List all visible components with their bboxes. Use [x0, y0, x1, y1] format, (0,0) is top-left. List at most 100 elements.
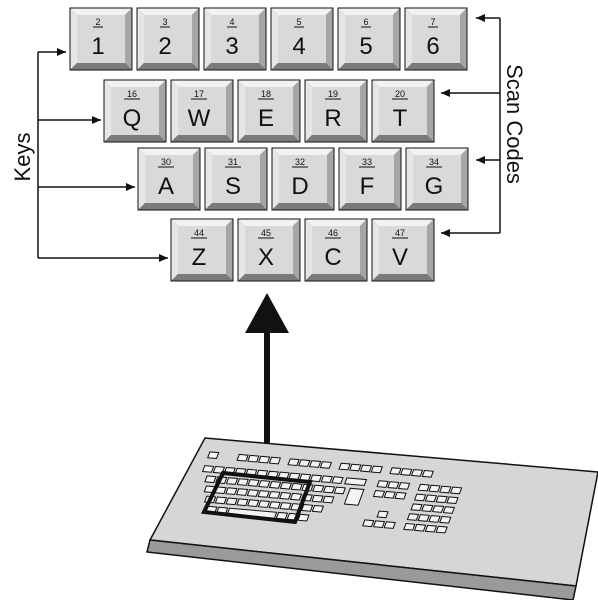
scan-code-16: 16	[127, 89, 137, 99]
scan-code-5: 5	[296, 17, 301, 27]
keyboard-key-field	[201, 451, 463, 534]
kb-key	[236, 498, 249, 507]
upward-arrow	[245, 293, 289, 480]
scan-code-18: 18	[261, 89, 271, 99]
kb-key-numpad	[417, 483, 430, 492]
keycap-z: 44Z	[170, 218, 234, 282]
kb-key-function	[236, 453, 249, 462]
kb-key	[333, 486, 346, 495]
keycap-grid: 21324354657616Q17W18E19R20T30A31S32D33F3…	[69, 7, 469, 282]
kb-key-numpad	[417, 514, 430, 522]
scan-code-46: 46	[328, 228, 338, 238]
kb-key-enter	[343, 487, 365, 506]
kb-key-nav	[387, 481, 400, 489]
key-char-r: R	[324, 105, 341, 132]
kb-key-function	[287, 458, 300, 467]
keycap-d: 32D	[271, 147, 335, 211]
kb-key-function	[389, 467, 402, 475]
scan-codes-label: Scan Codes	[502, 64, 527, 184]
kb-key	[225, 487, 238, 496]
kb-key-function	[298, 459, 311, 467]
kb-key-numpad	[449, 486, 463, 495]
kb-key	[289, 492, 303, 501]
keys-label: Keys	[10, 133, 35, 182]
scan-code-20: 20	[395, 89, 405, 99]
scan-code-17: 17	[194, 89, 204, 99]
kb-key-function	[421, 469, 435, 478]
kb-key	[331, 476, 344, 485]
kb-key	[309, 474, 323, 483]
keycap-3: 43	[203, 7, 267, 71]
kb-key-numpad	[439, 515, 452, 524]
kb-key	[247, 479, 260, 487]
key-char-x: X	[258, 244, 274, 271]
kb-key-nav	[397, 482, 411, 490]
kb-key-numpad	[413, 493, 427, 502]
kb-key	[279, 481, 293, 490]
keycap-4: 54	[270, 7, 334, 71]
kb-key-nav	[394, 491, 407, 500]
kb-key-function	[359, 464, 373, 473]
kb-key	[297, 513, 310, 522]
kb-key	[257, 500, 271, 508]
kb-key-numpad	[446, 496, 459, 505]
kb-key-numpad	[428, 515, 441, 523]
key-char-1: 1	[91, 33, 104, 60]
kb-key-arrow	[362, 519, 375, 528]
scan-code-34: 34	[429, 157, 439, 167]
kb-key-numpad	[413, 523, 427, 532]
kb-key-numpad	[431, 505, 445, 513]
kb-key-function	[268, 456, 282, 465]
kb-key-function	[257, 455, 271, 464]
kb-key-nav	[372, 489, 386, 498]
kb-key-function	[349, 463, 362, 472]
kb-key-function	[410, 469, 424, 477]
kb-key	[279, 502, 292, 510]
kb-key-numpad	[442, 506, 456, 514]
kb-key	[246, 489, 260, 497]
scan-code-45: 45	[261, 228, 271, 238]
kb-key	[258, 480, 271, 488]
kb-key-arrow-up	[376, 510, 389, 519]
highlight-box	[200, 470, 313, 525]
kb-key	[275, 511, 289, 520]
key-char-t: T	[393, 105, 408, 132]
keycap-2: 32	[136, 7, 200, 71]
keycap-s: 31S	[204, 147, 268, 211]
key-char-4: 4	[292, 33, 305, 60]
kb-key	[214, 496, 227, 505]
kb-key	[290, 482, 303, 491]
kb-key	[235, 488, 249, 496]
key-char-6: 6	[426, 33, 439, 60]
kb-key-function	[400, 468, 413, 476]
scan-code-7: 7	[430, 17, 435, 27]
scan-code-2: 2	[95, 17, 100, 27]
kb-key-function	[370, 465, 383, 474]
scan-codes-connector	[441, 14, 501, 237]
keycap-x: 45X	[237, 218, 301, 282]
kb-key-numpad	[421, 504, 434, 513]
kb-key-nav	[376, 480, 389, 488]
kb-key	[257, 490, 270, 498]
keyboard-illustration	[146, 437, 598, 600]
kb-key	[311, 494, 324, 503]
kb-key-numpad	[435, 495, 448, 504]
key-char-z: Z	[192, 244, 207, 271]
keycap-f: 33F	[338, 147, 402, 211]
scan-code-44: 44	[194, 228, 204, 238]
scan-code-30: 30	[161, 157, 171, 167]
keys-connector	[37, 48, 168, 262]
keycap-q: 16Q	[103, 79, 167, 143]
keycap-w: 17W	[170, 79, 234, 143]
kb-key	[268, 501, 281, 509]
keycap-1: 21	[69, 7, 133, 71]
keyboard-front-edge	[146, 539, 577, 600]
key-char-5: 5	[359, 33, 372, 60]
key-char-d: D	[291, 173, 308, 200]
scan-code-3: 3	[162, 17, 167, 27]
kb-key-nav	[383, 490, 396, 499]
scan-code-33: 33	[362, 157, 372, 167]
kb-key-numpad	[428, 484, 441, 493]
kb-key-function	[308, 460, 322, 468]
scan-code-47: 47	[395, 228, 405, 238]
